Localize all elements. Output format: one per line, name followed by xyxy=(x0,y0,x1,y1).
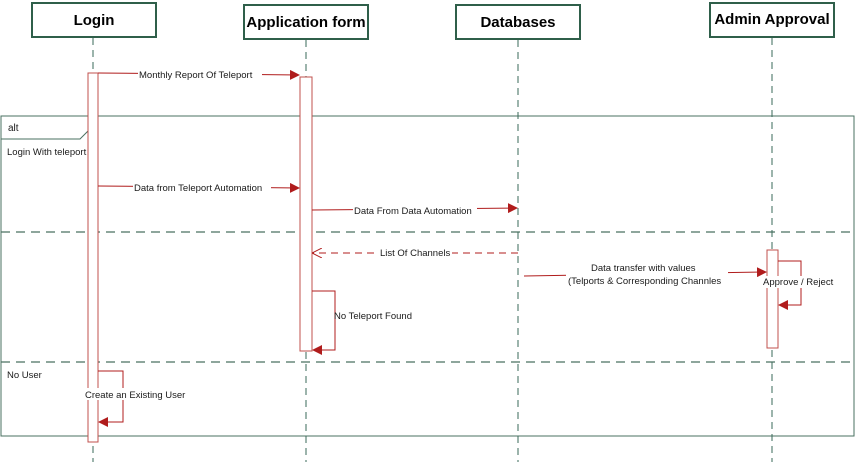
message-label-approve-reject: Approve / Reject xyxy=(763,277,834,288)
message-label-data-transfer-line2: (Telports & Corresponding Channles xyxy=(568,276,721,287)
message-label-no-teleport-found: No Teleport Found xyxy=(334,311,412,322)
message-label-bg-data-transfer xyxy=(566,262,728,287)
activation-admin-approval xyxy=(766,249,779,349)
participant-admin-approval[interactable]: Admin Approval xyxy=(709,2,835,38)
participant-box-application-form[interactable] xyxy=(243,4,369,40)
message-arrow-no-teleport-found xyxy=(312,290,336,355)
participant-databases[interactable]: Databases xyxy=(455,4,581,40)
activations xyxy=(87,72,779,443)
participant-application-form[interactable]: Application form xyxy=(243,4,369,40)
alt-operator-label: alt xyxy=(8,123,19,134)
participant-box-databases[interactable] xyxy=(455,4,581,40)
participant-box-login[interactable] xyxy=(31,2,157,38)
message-label-bg-data-from-data-automation xyxy=(353,204,477,216)
message-label-bg-list-of-channels xyxy=(379,247,452,259)
participant-label-databases: Databases xyxy=(480,14,555,31)
message-label-monthly-report: Monthly Report Of Teleport xyxy=(139,70,253,81)
messages: Monthly Report Of Teleport Data from Tel… xyxy=(84,68,851,427)
activation-application-form xyxy=(299,76,313,352)
message-label-create-existing-user: Create an Existing User xyxy=(85,390,185,401)
alt-frame xyxy=(0,115,855,437)
message-label-data-from-teleport: Data from Teleport Automation xyxy=(134,183,262,194)
participant-box-admin-approval[interactable] xyxy=(709,2,835,38)
activation-login xyxy=(87,72,99,443)
participant-label-application-form: Application form xyxy=(246,14,365,31)
alt-fragment: alt Login With teleport No User xyxy=(0,115,855,437)
message-label-bg-monthly-report xyxy=(138,68,262,80)
message-label-list-of-channels: List Of Channels xyxy=(380,248,450,259)
guard-login-with-teleport: Login With teleport xyxy=(7,147,87,158)
message-label-bg-data-from-teleport xyxy=(133,181,271,193)
message-label-bg-create-existing-user xyxy=(84,388,186,400)
alt-operator-tab xyxy=(0,115,89,140)
participant-login[interactable]: Login xyxy=(31,2,157,38)
participant-label-admin-approval: Admin Approval xyxy=(714,11,829,28)
message-label-data-transfer-line1: Data transfer with values xyxy=(591,263,696,274)
message-label-bg-approve-reject xyxy=(761,276,851,288)
guard-no-user: No User xyxy=(7,370,42,381)
participant-label-login: Login xyxy=(74,12,115,29)
message-label-data-from-data-automation: Data From Data Automation xyxy=(354,206,472,217)
